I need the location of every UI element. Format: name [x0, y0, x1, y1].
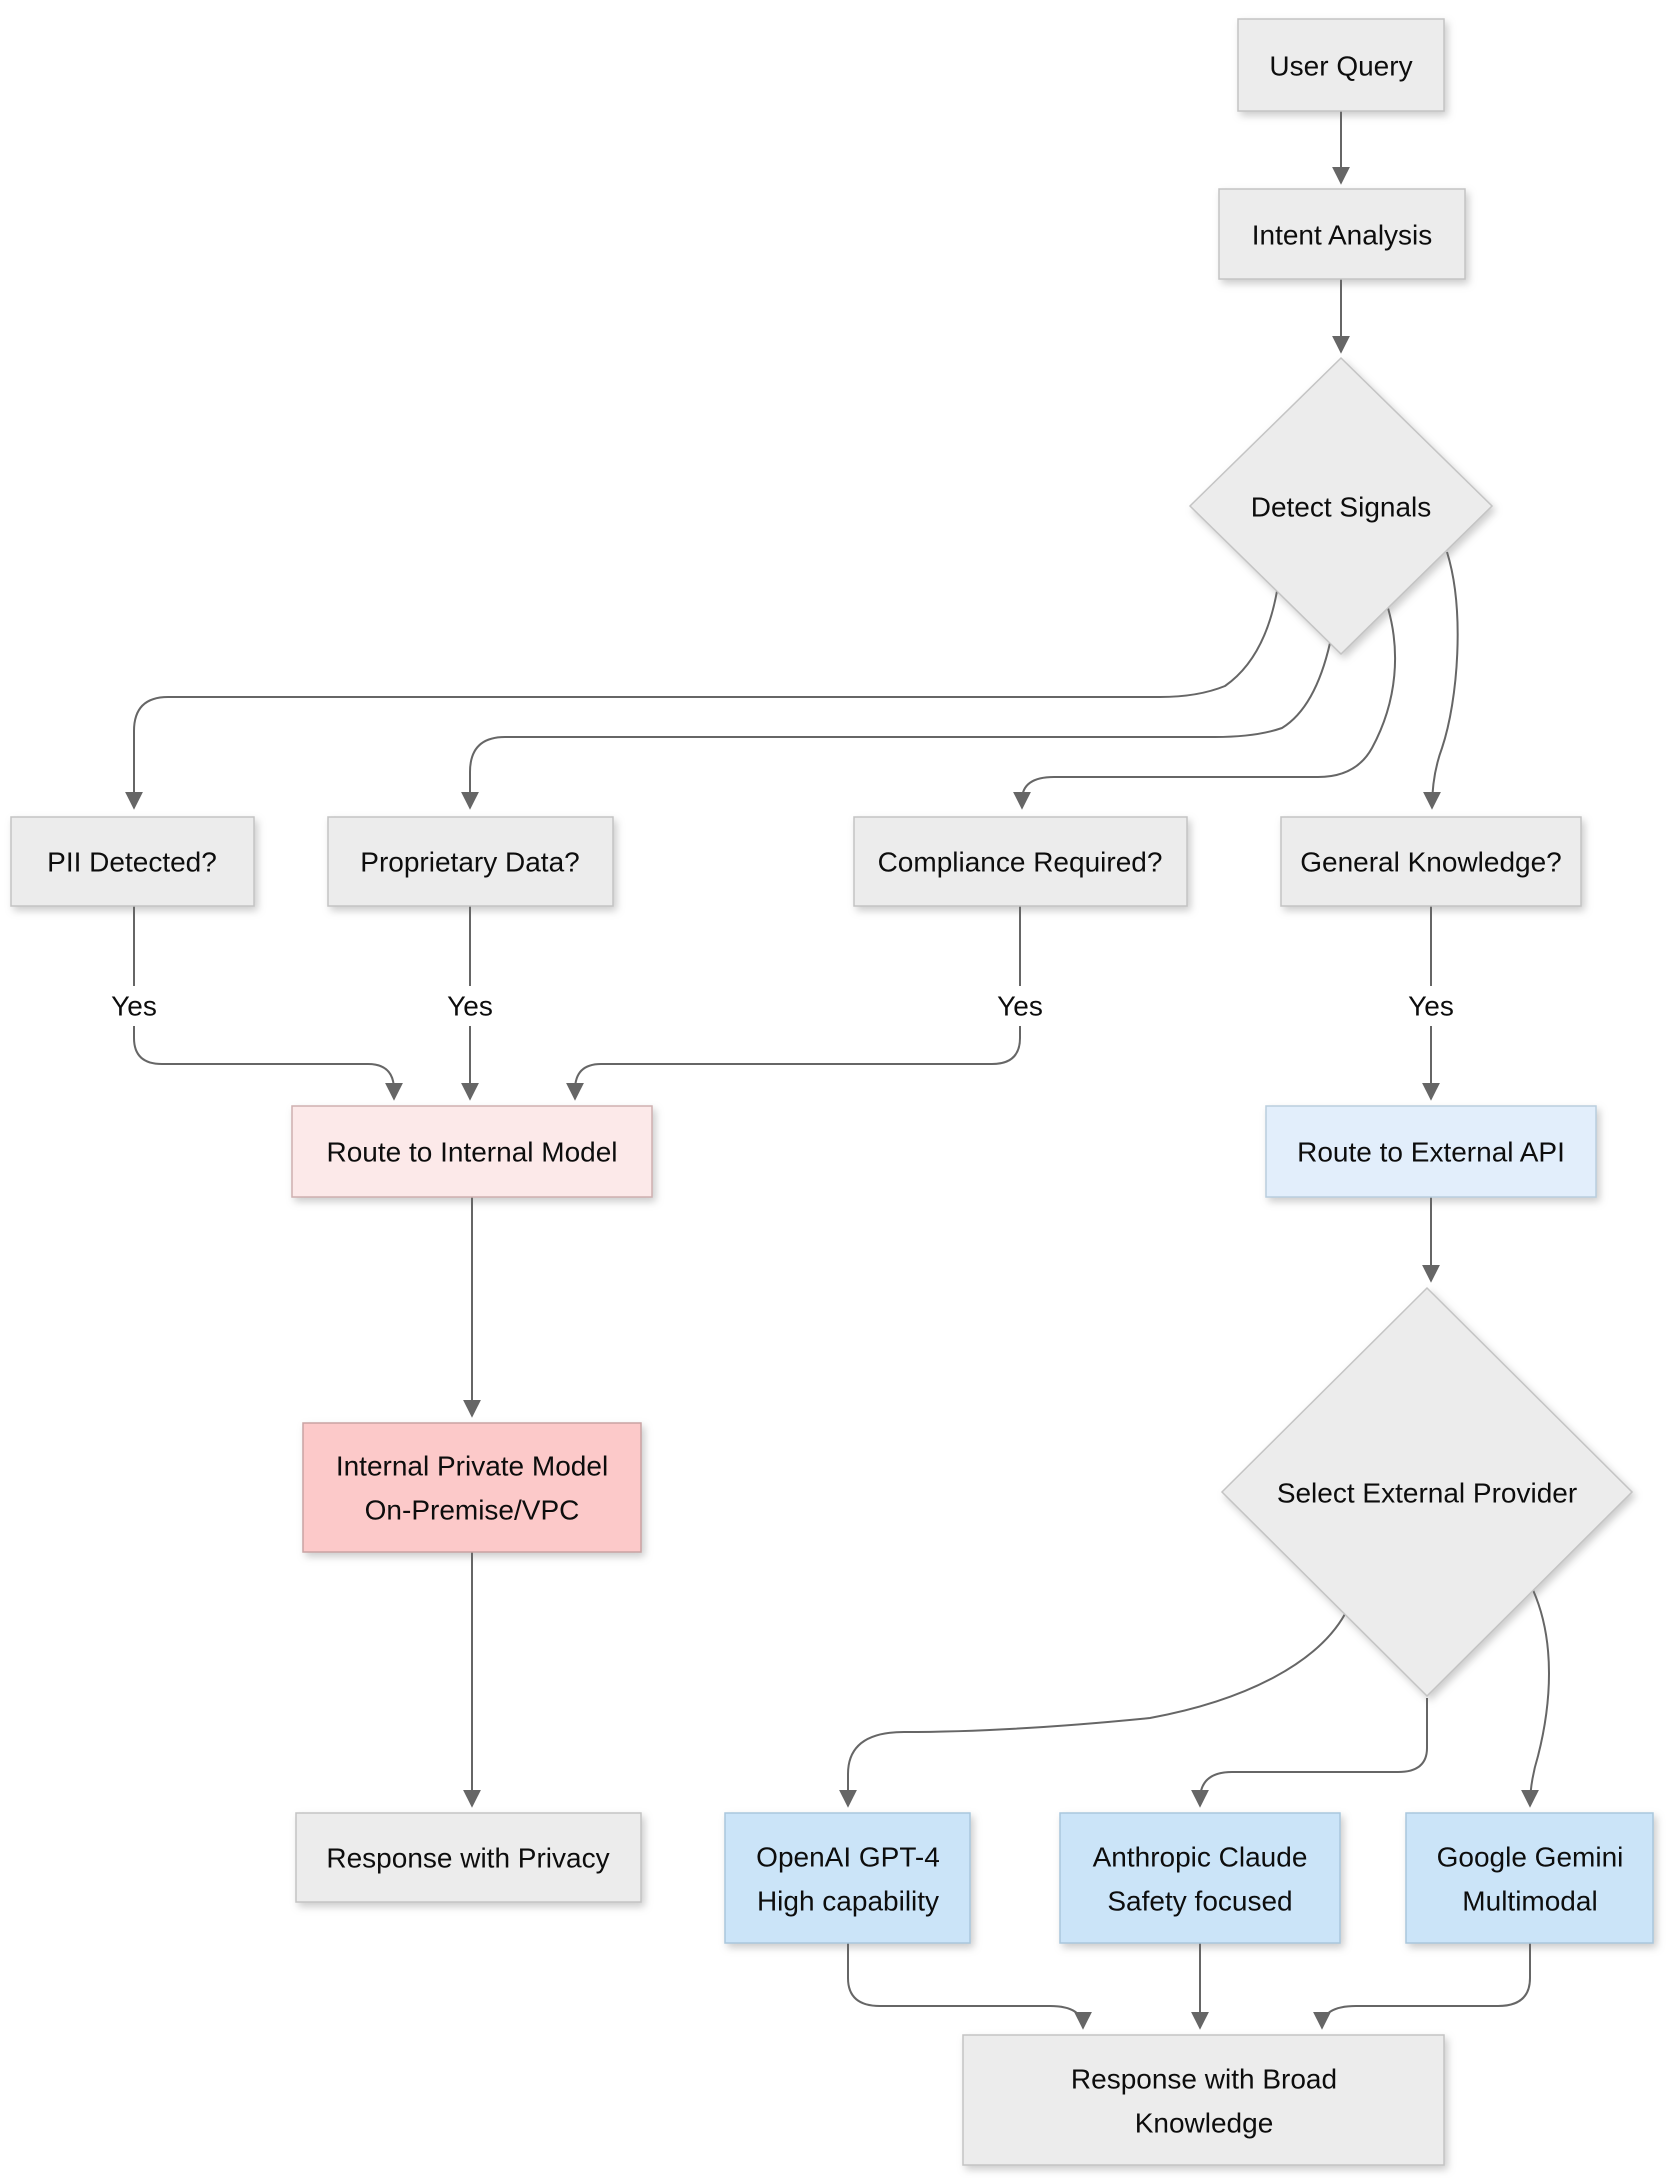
- node-intent-analysis: Intent Analysis: [1218, 188, 1466, 280]
- node-user-query-box: [1237, 18, 1445, 112]
- edge-compliance-to-route-internal: [566, 905, 1021, 1101]
- node-proprietary-data-box: [327, 816, 614, 907]
- node-intent-analysis-label: Intent Analysis: [1252, 220, 1433, 251]
- node-google-line2: Multimodal: [1462, 1886, 1597, 1917]
- node-compliance-required-label: Compliance Required?: [878, 847, 1163, 878]
- edge-label-proprietary-yes: Yes: [447, 991, 493, 1022]
- edge-detect-signals-to-pii: [125, 590, 1278, 810]
- node-detect-signals: Detect Signals: [1188, 356, 1494, 656]
- edge-detect-signals-to-compliance: [1013, 607, 1397, 810]
- node-general-knowledge-label: General Knowledge?: [1300, 847, 1562, 878]
- node-intent-analysis-box: [1218, 188, 1466, 280]
- node-select-provider: Select External Provider: [1220, 1286, 1634, 1698]
- edge-label-bg: [988, 986, 1052, 1026]
- node-openai: OpenAI GPT-4 High capability: [724, 1812, 971, 1944]
- node-route-external-label: Route to External API: [1297, 1137, 1565, 1168]
- node-proprietary-data-label: Proprietary Data?: [360, 847, 579, 878]
- node-select-provider-diamond: [1220, 1286, 1634, 1698]
- node-detect-signals-label: Detect Signals: [1251, 492, 1432, 523]
- node-response-privacy-label: Response with Privacy: [326, 1843, 609, 1874]
- node-pii-detected-box: [10, 816, 255, 907]
- edge-label-bg: [102, 986, 166, 1026]
- edge-label-general-yes: Yes: [1408, 991, 1454, 1022]
- node-route-internal: Route to Internal Model: [291, 1105, 653, 1198]
- node-openai-line1: OpenAI GPT-4: [756, 1842, 940, 1873]
- node-layer: User Query Intent Analysis Detect Signal…: [10, 18, 1654, 2166]
- node-pii-detected-label: PII Detected?: [47, 847, 217, 878]
- node-internal-private-model-line2: On-Premise/VPC: [365, 1495, 580, 1526]
- node-user-query: User Query: [1237, 18, 1445, 112]
- node-user-query-label: User Query: [1269, 51, 1412, 82]
- edge-label-compliance-yes: Yes: [997, 991, 1043, 1022]
- node-openai-box: [724, 1812, 971, 1944]
- edge-select-provider-to-openai: [839, 1613, 1346, 1808]
- node-compliance-required-box: [853, 816, 1188, 907]
- node-compliance-required: Compliance Required?: [853, 816, 1188, 907]
- node-anthropic: Anthropic Claude Safety focused: [1059, 1812, 1341, 1944]
- node-google: Google Gemini Multimodal: [1405, 1812, 1654, 1944]
- node-response-broad-box: [962, 2034, 1445, 2166]
- edge-pii-to-route-internal: [133, 905, 403, 1101]
- node-internal-private-model-box: [302, 1422, 642, 1553]
- node-response-broad: Response with Broad Knowledge: [962, 2034, 1445, 2166]
- edge-layer: [125, 111, 1550, 2030]
- node-response-broad-line2: Knowledge: [1135, 2108, 1274, 2139]
- edge-select-provider-to-google: [1521, 1589, 1550, 1808]
- node-detect-signals-diamond: [1188, 356, 1494, 656]
- node-select-provider-label: Select External Provider: [1277, 1478, 1577, 1509]
- edge-openai-to-response-broad: [847, 1943, 1092, 2030]
- node-general-knowledge-box: [1280, 816, 1582, 907]
- edge-label-pii-yes: Yes: [111, 991, 157, 1022]
- node-pii-detected: PII Detected?: [10, 816, 255, 907]
- edge-select-provider-to-anthropic: [1191, 1698, 1428, 1808]
- node-route-external: Route to External API: [1265, 1105, 1597, 1198]
- node-response-privacy-box: [295, 1812, 642, 1903]
- edge-detect-signals-to-proprietary: [461, 642, 1331, 810]
- node-anthropic-line1: Anthropic Claude: [1093, 1842, 1308, 1873]
- node-internal-private-model-line1: Internal Private Model: [336, 1451, 608, 1482]
- node-response-broad-line1: Response with Broad: [1071, 2064, 1337, 2095]
- edge-label-layer: Yes Yes Yes Yes: [102, 986, 1463, 1026]
- node-google-line1: Google Gemini: [1437, 1842, 1624, 1873]
- edge-label-bg: [1399, 986, 1463, 1026]
- node-proprietary-data: Proprietary Data?: [327, 816, 614, 907]
- edge-label-bg: [438, 986, 502, 1026]
- node-route-external-box: [1265, 1105, 1597, 1198]
- node-openai-line2: High capability: [757, 1886, 939, 1917]
- node-google-box: [1405, 1812, 1654, 1944]
- node-general-knowledge: General Knowledge?: [1280, 816, 1582, 907]
- edge-google-to-response-broad: [1313, 1943, 1531, 2030]
- node-route-internal-label: Route to Internal Model: [326, 1137, 617, 1168]
- node-route-internal-box: [291, 1105, 653, 1198]
- node-response-privacy: Response with Privacy: [295, 1812, 642, 1903]
- edge-detect-signals-to-general: [1423, 551, 1459, 810]
- node-internal-private-model: Internal Private Model On-Premise/VPC: [302, 1422, 642, 1553]
- node-anthropic-box: [1059, 1812, 1341, 1944]
- node-anthropic-line2: Safety focused: [1107, 1886, 1292, 1917]
